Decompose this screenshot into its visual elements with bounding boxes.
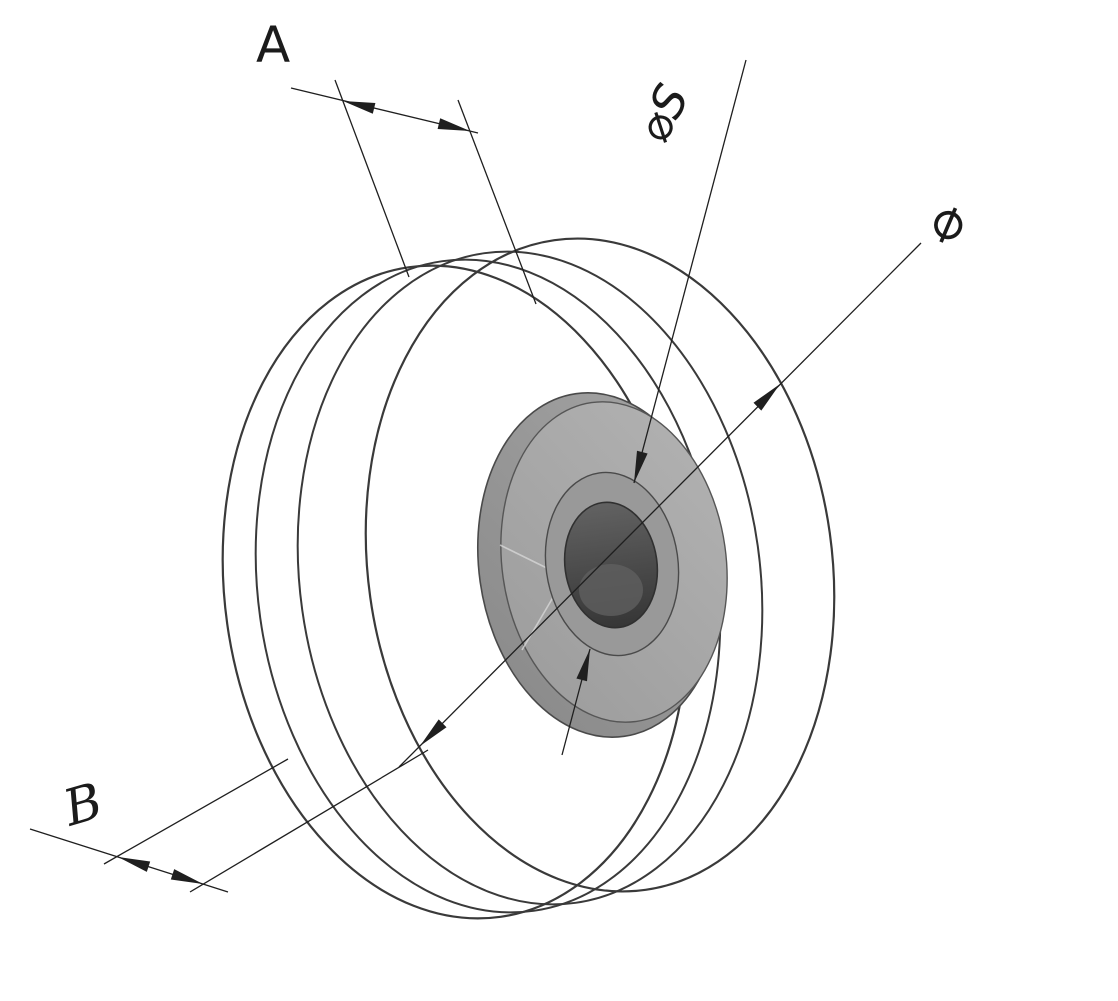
dim-arrow (118, 857, 151, 872)
label-outer-diameter: ⌀ (918, 185, 972, 256)
dim-arrow (170, 869, 203, 884)
extension-line (189, 749, 429, 893)
dim-arrow (634, 450, 648, 483)
dimension-groove-width: A (256, 16, 537, 305)
bore-inner-wall (579, 564, 643, 616)
dimension-overall-width: B (29, 749, 429, 893)
label-overall-width: B (56, 772, 108, 838)
body-rim-edge (296, 250, 764, 906)
extension-line (334, 79, 410, 278)
leader-line (633, 59, 747, 484)
diameter-line (398, 242, 922, 768)
dim-arrow (343, 101, 376, 114)
dim-arrow (576, 649, 590, 682)
dim-arrow (420, 719, 447, 746)
label-groove-width: A (256, 16, 290, 74)
body-front-face (364, 237, 836, 893)
extension-line (103, 758, 289, 865)
dim-arrow (753, 384, 780, 411)
dim-arrow (437, 118, 470, 131)
pulley-body (221, 237, 836, 920)
label-bore-diameter: ⌀S (626, 76, 700, 151)
extension-line (457, 99, 537, 305)
